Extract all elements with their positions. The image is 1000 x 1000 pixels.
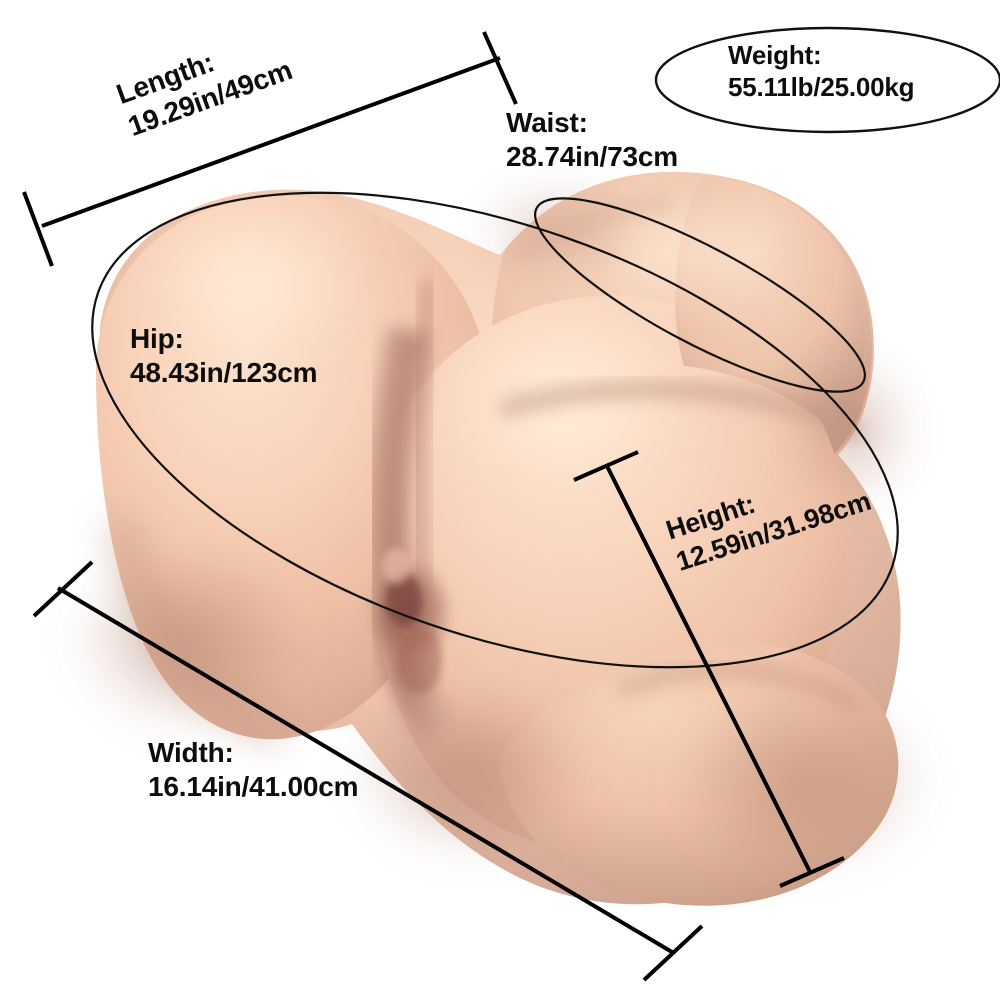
width-dimension-line [32,560,704,982]
waist-label: Waist: 28.74in/73cm [506,106,678,174]
weight-callout-ellipse [654,26,1000,134]
hip-label-name: Hip: [130,323,184,354]
width-label-value: 16.14in/41.00cm [148,771,359,803]
dimension-lines [22,31,845,982]
hip-circumference-ellipse [91,191,899,669]
weight-label-name: Weight: [728,40,822,70]
hip-label-value: 48.43in/123cm [130,357,318,389]
hip-label: Hip: 48.43in/123cm [130,322,318,390]
weight-label: Weight: 55.11lb/25.00kg [728,40,915,103]
length-dimension-line [22,31,518,267]
height-dimension-line [573,450,845,888]
product-shading [70,180,930,875]
weight-label-value: 55.11lb/25.00kg [728,71,915,102]
waist-label-value: 28.74in/73cm [506,141,678,173]
waist-circumference-ellipse [534,197,866,393]
width-label-name: Width: [148,737,234,768]
circumference-ellipses [91,191,899,669]
width-label: Width: 16.14in/41.00cm [148,736,358,804]
waist-label-name: Waist: [506,107,588,138]
